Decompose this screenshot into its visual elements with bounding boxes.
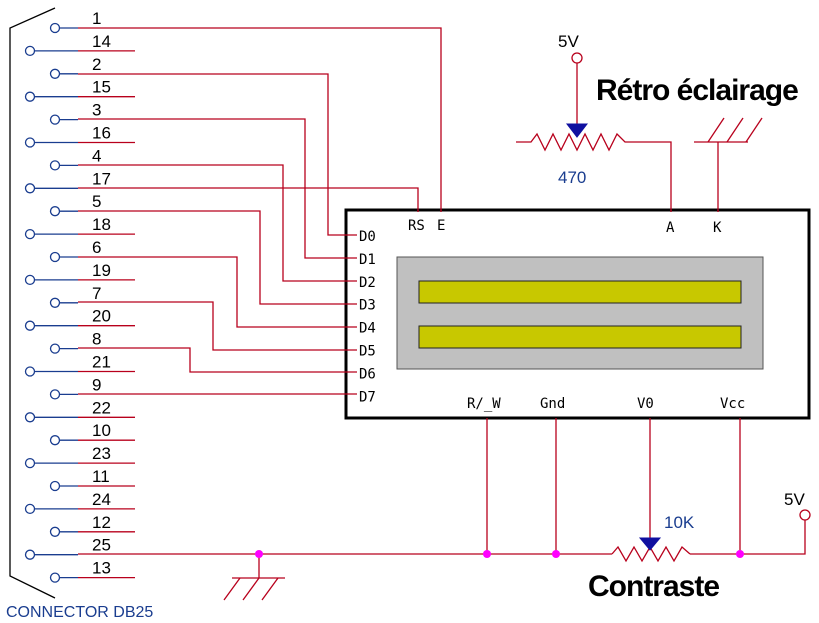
pin-number-13: 13 — [92, 559, 111, 578]
lcd-line-1 — [418, 280, 742, 304]
lcd-pin-d4: D4 — [359, 321, 376, 337]
pin-number-17: 17 — [92, 169, 111, 188]
pin-number-5: 5 — [92, 192, 101, 211]
pin-13-contact — [49, 572, 61, 583]
wire-pin5-d3 — [78, 210, 357, 305]
pin-number-24: 24 — [92, 490, 111, 509]
wire-pin6-d4 — [78, 256, 357, 328]
contrast-pot-wiper-arrow — [638, 537, 662, 551]
pin-number-20: 20 — [92, 307, 111, 326]
pin-number-16: 16 — [92, 124, 111, 143]
backlight-supply-label: 5V — [558, 32, 579, 51]
data-wires — [78, 27, 442, 395]
pin-number-21: 21 — [92, 353, 111, 372]
pin-number-14: 14 — [92, 32, 111, 51]
wire-pin8-d6 — [78, 347, 357, 373]
contrast-supply-label: 5V — [784, 490, 805, 509]
pin-7-contact — [49, 297, 61, 308]
pin-21-contact — [24, 366, 36, 377]
wire-5v-contrast — [740, 520, 806, 555]
pin-number-8: 8 — [92, 330, 101, 349]
backlight-resistor-value: 470 — [558, 168, 586, 187]
lcd-pin-rw: R/_W — [467, 396, 501, 412]
pin-number-9: 9 — [92, 375, 101, 394]
connector-label: CONNECTOR DB25 — [6, 604, 153, 621]
backlight-title: Rétro éclairage — [596, 74, 798, 107]
lcd-pin-e: E — [437, 218, 445, 234]
pin-25-contact — [24, 549, 36, 560]
pin-18-contact — [24, 228, 36, 240]
lcd-pin-d0: D0 — [359, 229, 376, 245]
pin-1-contact — [49, 22, 61, 34]
junctions — [255, 550, 744, 558]
wire-pin7-d5 — [78, 301, 357, 351]
backlight-pot-wiper-arrow — [565, 123, 589, 138]
pin-number-19: 19 — [92, 261, 111, 280]
pin-number-15: 15 — [92, 78, 111, 97]
lcd-pin-vcc: Vcc — [720, 396, 745, 412]
pin-20-contact — [24, 320, 36, 331]
lcd-pin-d1: D1 — [359, 252, 376, 268]
pin-17-contact — [24, 183, 36, 194]
supply-terminal-backlight — [571, 52, 583, 64]
db25-pins: 1234567891011121314151617181920212223242… — [24, 9, 135, 583]
lcd-pin-a: A — [666, 220, 675, 236]
lcd-pin-d5: D5 — [359, 344, 376, 360]
pin-number-6: 6 — [92, 238, 101, 257]
backlight-resistor — [516, 132, 672, 212]
pin-23-contact — [24, 457, 36, 469]
lcd-pin-v0: V0 — [637, 396, 654, 412]
db25-shell — [9, 7, 56, 599]
pin-3-contact — [49, 114, 61, 125]
wire-pin17-rs — [78, 187, 419, 212]
pin-number-23: 23 — [92, 444, 111, 463]
pin-number-22: 22 — [92, 398, 111, 417]
pin-2-contact — [49, 68, 61, 79]
pin-14-contact — [24, 45, 36, 57]
pin-9-contact — [49, 389, 61, 400]
lcd-pin-gnd: Gnd — [540, 396, 565, 412]
pin-number-25: 25 — [92, 536, 111, 555]
contrast-pot-value: 10K — [664, 513, 695, 532]
pin-8-contact — [49, 343, 61, 354]
pin-number-1: 1 — [92, 9, 101, 28]
pin-10-contact — [49, 435, 61, 446]
pin-12-contact — [49, 526, 61, 537]
lcd-pin-d3: D3 — [359, 298, 376, 314]
contrast-title: Contraste — [588, 570, 719, 603]
pin-number-18: 18 — [92, 215, 111, 234]
pin-number-12: 12 — [92, 513, 111, 532]
pin-22-contact — [24, 412, 36, 423]
lcd-pin-k: K — [713, 220, 722, 236]
pin-24-contact — [24, 503, 36, 515]
lcd-bezel — [396, 256, 764, 370]
pin-4-contact — [49, 160, 61, 171]
pin-number-4: 4 — [92, 146, 101, 165]
supply-terminal-contrast — [799, 509, 811, 521]
pin-11-contact — [49, 480, 61, 492]
pin-19-contact — [24, 274, 36, 286]
wire-pin2-d0 — [78, 73, 357, 236]
wire-vcc — [690, 418, 741, 555]
pin-number-10: 10 — [92, 421, 111, 440]
wire-pin4-d2 — [78, 164, 357, 282]
lcd-pin-d2: D2 — [359, 275, 376, 291]
lcd-pin-rs: RS — [408, 218, 425, 234]
pin-number-7: 7 — [92, 284, 101, 303]
lcd-line-2 — [418, 325, 742, 349]
wire-pin1-e — [78, 27, 442, 212]
pin-15-contact — [24, 91, 36, 102]
lcd-pin-d6: D6 — [359, 366, 376, 382]
pin-16-contact — [24, 137, 36, 148]
backlight-circuit — [516, 63, 763, 212]
pin-number-3: 3 — [92, 101, 101, 120]
pin-number-2: 2 — [92, 55, 101, 74]
pin-number-11: 11 — [92, 467, 110, 486]
pin-6-contact — [49, 251, 61, 263]
pin-5-contact — [49, 206, 61, 217]
lcd-pin-d7: D7 — [359, 389, 376, 405]
